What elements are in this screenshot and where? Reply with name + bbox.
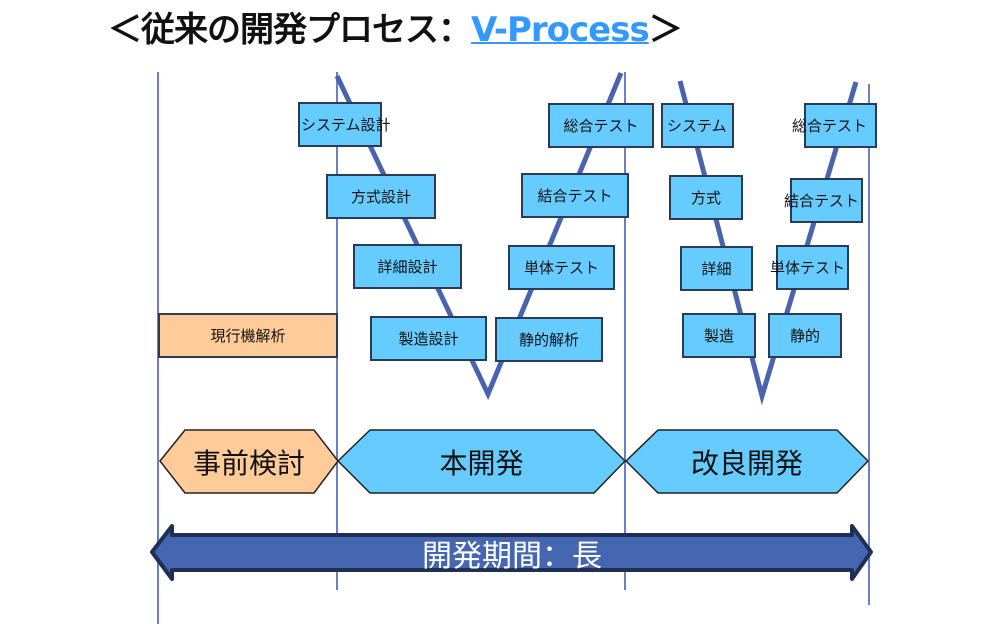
step-label: 単体テスト [523,259,599,277]
improvement-design-step-system: システム [661,103,734,148]
main-test-step-unit: 単体テスト [508,245,615,290]
analysis-box-label: 現行機解析 [210,327,286,345]
improvement-design-step-detail: 詳細 [680,246,753,291]
phase-label-preliminary: 事前検討 [192,446,305,480]
step-label: 単体テスト [770,259,846,277]
phase-label-main-development: 本開発 [439,446,524,480]
step-label: システム [667,117,727,135]
title-prefix: ＜従来の開発プロセス： [108,10,472,50]
hexagon-improvement-development [624,429,870,494]
step-label: 製造設計 [398,330,459,348]
step-label: 結合テスト [537,187,613,205]
main-test-step-system: 総合テスト [548,103,654,148]
improvement-test-step-system: 総合テスト [792,103,877,148]
main-test-step-static-analysis: 静的解析 [495,317,603,362]
main-design-step-manufacture: 製造設計 [370,316,487,361]
step-label: システム設計 [301,116,391,134]
step-label: 静的 [789,327,820,345]
duration-double-arrow [150,524,873,581]
step-label: 方式 [690,189,721,207]
improvement-test-step-unit: 単体テスト [770,245,849,290]
improvement-design-step-manufacture: 製造 [682,313,756,358]
step-label: 結合テスト [784,192,860,210]
analysis-box-current-system: 現行機解析 [158,313,338,358]
improvement-test-step-integration: 結合テスト [784,178,863,223]
main-design-step-detail: 詳細設計 [353,244,462,289]
step-label: 総合テスト [792,117,868,135]
phase-label-improvement-development: 改良開発 [690,446,803,480]
step-label: 詳細設計 [377,258,438,276]
main-design-step-architecture: 方式設計 [326,174,436,219]
improvement-design-step-architecture: 方式 [669,175,743,220]
step-label: 詳細 [701,260,732,278]
v-process-link[interactable]: V-Process [471,10,650,50]
step-label: 製造 [703,327,734,345]
step-label: 静的解析 [518,331,579,349]
duration-label: 開発期間：長 [422,539,602,574]
step-label: 方式設計 [350,188,411,206]
main-design-step-system: システム設計 [298,102,391,147]
page-title: ＜従来の開発プロセス：V-Process＞ [108,2,683,52]
improvement-test-step-static: 静的 [768,313,842,358]
main-test-step-integration: 結合テスト [521,173,629,218]
title-suffix: ＞ [648,10,683,50]
step-label: 総合テスト [563,117,639,135]
